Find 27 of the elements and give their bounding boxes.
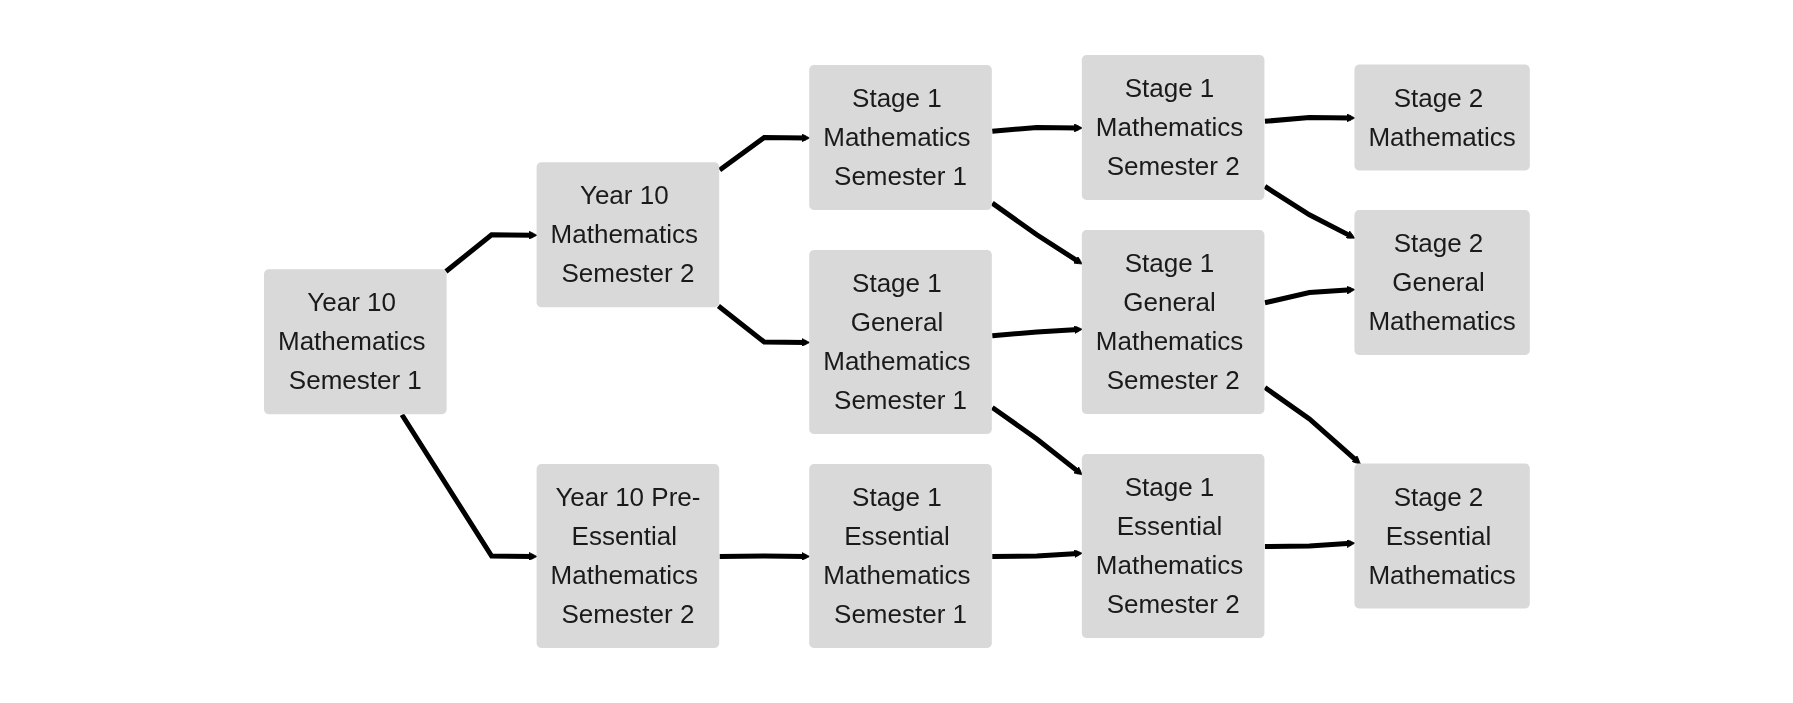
arrow bbox=[990, 405, 1083, 476]
node-box: Stage 1 Essential Mathematics Semester 1 bbox=[808, 464, 992, 648]
node-box: Stage 2 General Mathematics bbox=[1354, 210, 1530, 355]
node-box: Stage 1 General Mathematics Semester 1 bbox=[808, 250, 992, 434]
arrow bbox=[719, 552, 810, 561]
node-box: Year 10 Pre-Essential Mathematics Semester 2 bbox=[536, 464, 719, 648]
node-box: Year 10 Mathematics Semester 1 bbox=[263, 269, 447, 415]
arrow bbox=[716, 304, 810, 347]
arrow bbox=[1263, 184, 1355, 239]
arrow bbox=[443, 230, 538, 274]
node-box: Stage 1 Mathematics Semester 2 bbox=[1081, 55, 1264, 200]
arrow bbox=[990, 201, 1083, 265]
arrow bbox=[1263, 385, 1361, 465]
node-box: Stage 1 Essential Mathematics Semester 2 bbox=[1081, 454, 1264, 638]
arrow bbox=[1263, 285, 1355, 306]
arrow bbox=[991, 549, 1083, 559]
node-box: Stage 2 Essential Mathematics bbox=[1354, 463, 1530, 609]
node-box: Stage 1 General Mathematics Semester 2 bbox=[1081, 230, 1264, 414]
node-box: Stage 1 Mathematics Semester 1 bbox=[808, 65, 992, 210]
arrow bbox=[1264, 539, 1355, 549]
arrow bbox=[991, 123, 1083, 134]
node-box: Year 10 Mathematics Semester 2 bbox=[536, 162, 719, 308]
node-box: Stage 2 Mathematics bbox=[1354, 64, 1530, 171]
arrow bbox=[1264, 113, 1355, 124]
arrow bbox=[399, 413, 538, 561]
arrow bbox=[717, 133, 810, 173]
arrow bbox=[991, 325, 1083, 339]
